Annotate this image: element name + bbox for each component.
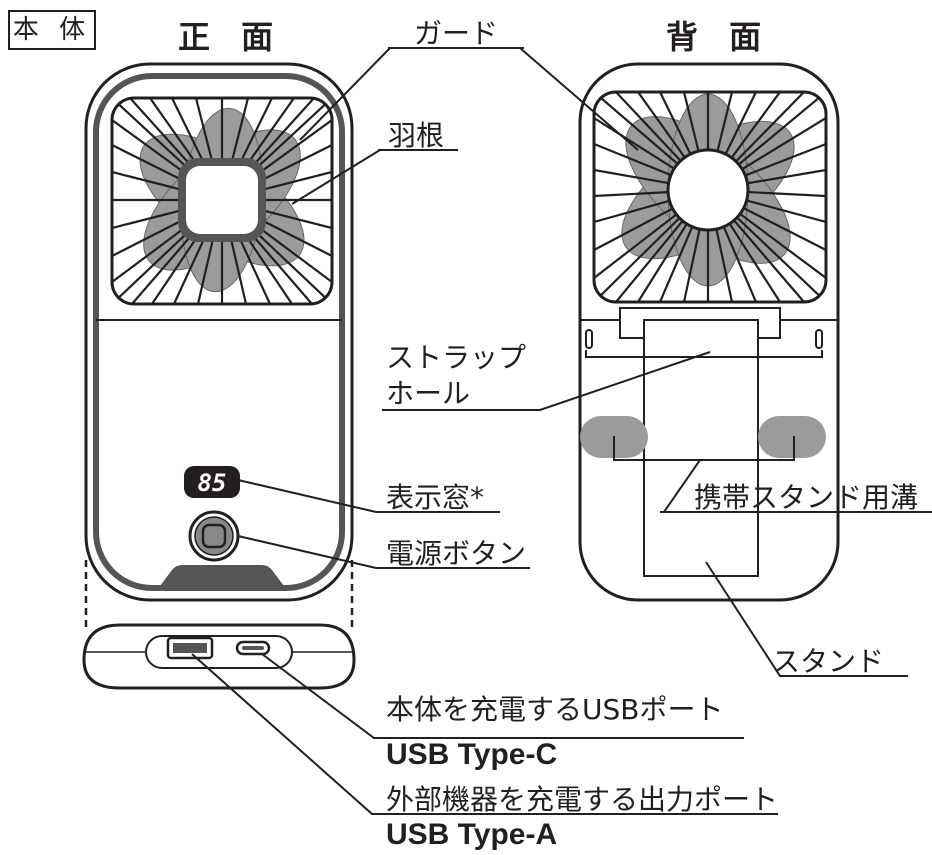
label-stand: スタンド: [772, 645, 885, 678]
back-heading: 背 面: [666, 18, 772, 56]
label-power-button: 電源ボタン: [386, 537, 527, 570]
label-strap-hole-line1: ストラップ: [386, 341, 527, 374]
display-value: 85: [198, 469, 227, 497]
label-blade: 羽根: [388, 119, 445, 152]
section-tag: 本 体: [8, 10, 96, 50]
back-guard: [592, 90, 828, 304]
front-guard: [110, 96, 334, 306]
label-display-window: 表示窓*: [386, 481, 485, 514]
power-button[interactable]: [188, 510, 240, 562]
leader-lines: [191, 47, 932, 815]
label-usb-c-port: 本体を充電するUSBポート: [386, 693, 724, 726]
usb-a-port: [166, 636, 214, 660]
display-window: 85: [184, 466, 240, 498]
label-usb-a-port: 外部機器を充電する出力ポート: [386, 783, 779, 816]
usb-c-port: [235, 640, 271, 656]
label-stand-groove: 携帯スタンド用溝: [694, 481, 919, 514]
label-usb-a-type: USB Type-A: [386, 818, 558, 851]
front-heading: 正 面: [178, 18, 284, 56]
label-strap-hole-line2: ホール: [386, 377, 471, 410]
label-usb-c-type: USB Type-C: [386, 738, 558, 771]
label-guard: ガード: [414, 17, 499, 50]
